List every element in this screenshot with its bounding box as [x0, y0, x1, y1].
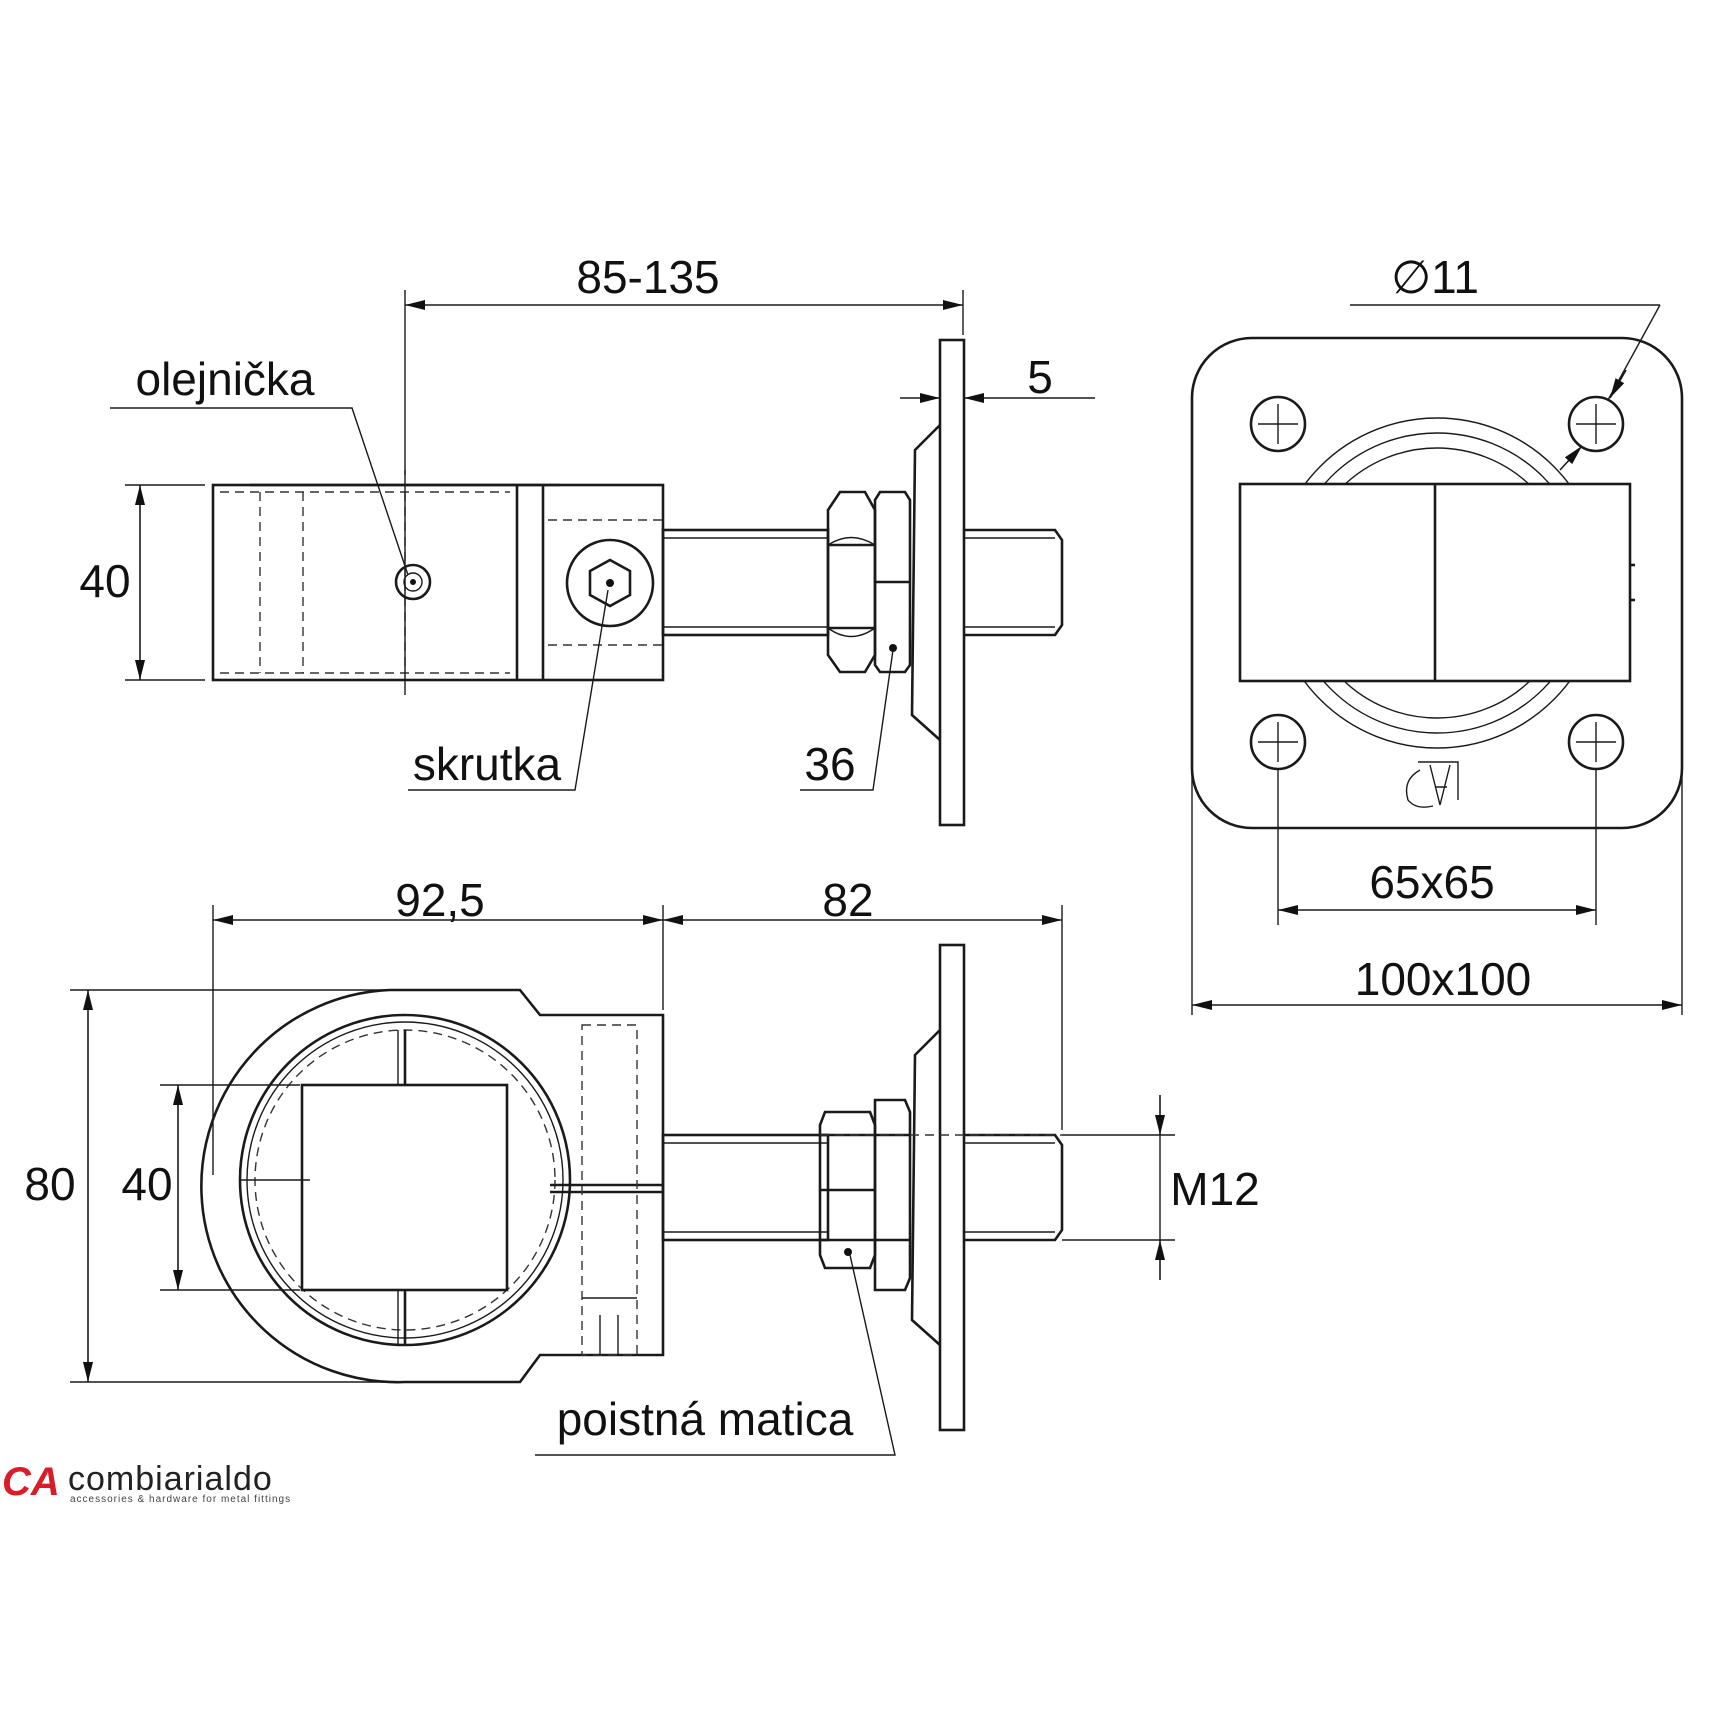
side-view — [211, 338, 1064, 827]
top-view-dimensions: 92,5 82 80 40 M12 poistná matica — [24, 874, 1260, 1456]
label-poistna-matica: poistná matica — [557, 1393, 854, 1445]
dim-outer-height: 80 — [24, 1158, 75, 1210]
side-view-dimensions: 85-135 5 40 olejnička skrutka 36 — [79, 251, 1095, 791]
base-plate — [938, 338, 966, 827]
mounting-holes — [1249, 395, 1625, 771]
eye-body — [200, 988, 665, 1384]
dim-inner-square: 40 — [121, 1158, 172, 1210]
threaded-rod — [661, 528, 830, 637]
plate-logo-icon — [1405, 761, 1459, 808]
lock-nut — [873, 490, 912, 674]
dim-plate-thickness: 5 — [1027, 351, 1053, 403]
grease-nipple — [394, 563, 432, 601]
dim-plate-size: 100x100 — [1355, 953, 1532, 1005]
inner-square — [300, 1083, 509, 1292]
screw-head — [565, 538, 655, 628]
brand-logo: CA combiarialdo accessories & hardware f… — [2, 1460, 291, 1505]
dim-adjust-length: 85-135 — [576, 251, 719, 303]
hex-nut-top — [818, 1110, 877, 1270]
brand-name: combiarialdo — [68, 1460, 273, 1498]
label-olejnicka: olejnička — [136, 353, 315, 405]
label-skrutka: skrutka — [413, 738, 562, 790]
dim-hole-diameter: ∅11 — [1391, 251, 1479, 303]
base-plate-top — [938, 943, 966, 1432]
dim-thread: M12 — [1170, 1163, 1259, 1215]
dim-body-length: 92,5 — [395, 874, 485, 926]
label-nut-size: 36 — [804, 738, 855, 790]
plate-view — [1190, 336, 1684, 830]
lock-nut-top — [873, 1098, 912, 1292]
dim-bolt-length: 82 — [822, 874, 873, 926]
dim-height-side: 40 — [79, 555, 130, 607]
top-view — [200, 943, 1064, 1432]
clamp-body — [211, 483, 665, 682]
brand-mark: CA — [2, 1460, 60, 1504]
hex-nut — [826, 490, 877, 674]
plate-view-dimensions: ∅11 65x65 100x100 — [1191, 251, 1683, 1015]
square-plate — [1190, 336, 1684, 830]
brand-tagline: accessories & hardware for metal fitting… — [70, 1494, 291, 1505]
threaded-rod-top — [661, 1133, 830, 1242]
dim-hole-spacing: 65x65 — [1369, 856, 1494, 908]
